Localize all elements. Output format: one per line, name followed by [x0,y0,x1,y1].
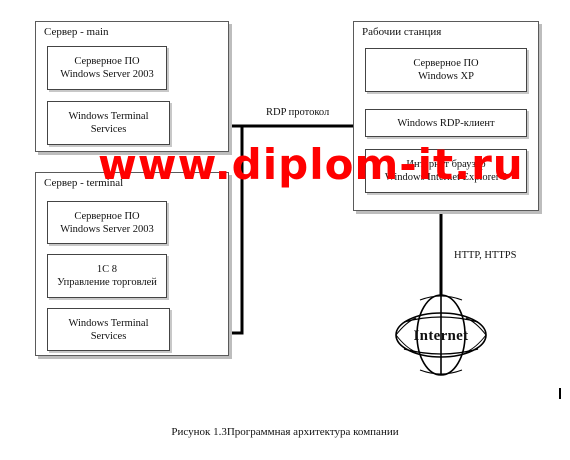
workstation-rdp-client-box: Windows RDP-клиент [365,109,527,137]
box-line: Windows Internet Explorer 8 [384,172,508,183]
server-terminal-1c-box: 1С 8 Управление торговлей [47,254,167,298]
box-line: Services [90,124,127,135]
box-line: Windows XP [418,71,474,82]
server-main-os-box: Серверное ПО Windows Server 2003 [47,46,167,90]
box-line: Services [90,330,127,342]
watermark: www.diplom-it.ru [98,140,524,189]
text-cursor-mark [559,388,561,399]
server-terminal-title: Сервер - terminal [44,177,124,189]
workstation-os-box: Серверное ПО Windows XP [365,48,527,92]
box-line: Управление торговлей [57,277,157,288]
box-line: Windows Terminal [68,317,149,329]
box-line: Windows RDP-клиент [397,117,495,129]
server-main-terminal-services-box: Windows Terminal Services [47,101,170,145]
box-line: Windows Server 2003 [60,69,154,80]
box-line: Серверное ПО [74,210,140,222]
http-https-label: HTTP, HTTPS [454,250,517,261]
box-line: 1С 8 [96,264,118,275]
server-terminal-terminal-services-box: Windows Terminal Services [47,308,170,351]
server-terminal-os-box: Серверное ПО Windows Server 2003 [47,201,167,244]
rdp-protocol-label: RDP протокол [266,107,330,118]
box-line: Windows Server 2003 [60,223,154,235]
figure-caption: Рисунок 1.3Программная архитектура компа… [171,426,399,438]
server-main-title: Сервер - main [44,26,109,38]
box-line: Серверное ПО [74,56,140,67]
box-line: Интернет браузер [406,159,486,170]
internet-label: Internet [413,328,469,344]
workstation-browser-box: Интернет браузер Windows Internet Explor… [365,149,527,193]
box-line: Серверное ПО [413,58,479,69]
workstation-title: Рабочии станция [362,26,442,38]
box-line: Windows Terminal [68,111,149,122]
